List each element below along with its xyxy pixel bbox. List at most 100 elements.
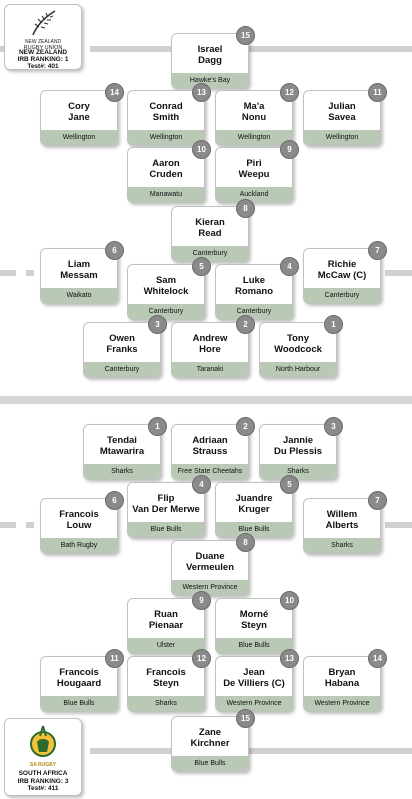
nz-team-box: NEW ZEALAND RUGBY UNION NEW ZEALAND IRB … <box>4 4 82 70</box>
jersey-number-badge: 4 <box>192 475 211 494</box>
jersey-number-badge: 14 <box>368 649 387 668</box>
player-club: Blue Bulls <box>41 696 117 711</box>
player-club: Taranaki <box>172 362 248 377</box>
player-last-name: Steyn <box>153 678 179 689</box>
player-first-name: Adriaan <box>192 435 228 446</box>
player-first-name: Flip <box>157 493 175 504</box>
player-first-name: Bryan <box>328 667 356 678</box>
player-last-name: Dagg <box>198 55 222 66</box>
player-club: Bath Rugby <box>41 538 117 553</box>
jersey-number-badge: 2 <box>236 417 255 436</box>
player-last-name: Alberts <box>325 520 359 531</box>
player-club: Blue Bulls <box>216 522 292 537</box>
player-first-name: Jannie <box>282 435 314 446</box>
player-first-name: Conrad <box>149 101 183 112</box>
nz-logo-line-1: NEW ZEALAND <box>24 39 62 45</box>
player-first-name: Liam <box>67 259 91 270</box>
player-last-name: Smith <box>152 112 180 123</box>
jersey-number-badge: 9 <box>192 591 211 610</box>
player-club: Canterbury <box>172 246 248 261</box>
player-last-name: Strauss <box>192 446 228 457</box>
player-club: North Harbour <box>260 362 336 377</box>
jersey-number-badge: 1 <box>324 315 343 334</box>
jersey-number-badge: 8 <box>236 533 255 552</box>
player-last-name: Savea <box>328 112 356 123</box>
player-club: Sharks <box>260 464 336 479</box>
jersey-number-badge: 7 <box>368 491 387 510</box>
player-last-name: De Villiers (C) <box>223 678 285 689</box>
player-club: Auckland <box>216 187 292 202</box>
player-last-name: Cruden <box>149 169 183 180</box>
sa-team-name: SOUTH AFRICA <box>18 770 68 777</box>
jersey-number-badge: 10 <box>192 140 211 159</box>
jersey-number-badge: 9 <box>280 140 299 159</box>
player-first-name: Tendai <box>107 435 137 446</box>
player-first-name: Cory <box>68 101 90 112</box>
player-first-name: Richie <box>327 259 357 270</box>
player-last-name: Hougaard <box>56 678 102 689</box>
player-first-name: Duane <box>195 551 225 562</box>
jersey-number-badge: 12 <box>192 649 211 668</box>
player-first-name: Tony <box>287 333 309 344</box>
player-last-name: Du Plessis <box>273 446 323 457</box>
player-club: Sharks <box>84 464 160 479</box>
player-club: Canterbury <box>304 288 380 303</box>
jersey-number-badge: 5 <box>280 475 299 494</box>
player-last-name: Messam <box>60 270 98 281</box>
player-last-name: Kirchner <box>190 738 230 749</box>
player-last-name: Mtawarira <box>99 446 145 457</box>
jersey-number-badge: 6 <box>105 241 124 260</box>
player-first-name: Sam <box>155 275 177 286</box>
player-club: Canterbury <box>128 304 204 319</box>
player-last-name: Woodcock <box>274 344 322 355</box>
jersey-number-badge: 11 <box>368 83 387 102</box>
player-first-name: Francois <box>59 667 99 678</box>
jersey-number-badge: 13 <box>192 83 211 102</box>
player-last-name: Read <box>198 228 222 239</box>
jersey-number-badge: 11 <box>105 649 124 668</box>
jersey-number-badge: 3 <box>148 315 167 334</box>
player-first-name: Jean <box>243 667 265 678</box>
sa-test-number: Test#: 411 <box>27 785 59 792</box>
player-last-name: Weepu <box>238 169 270 180</box>
jersey-number-badge: 1 <box>148 417 167 436</box>
player-first-name: Israel <box>197 44 223 55</box>
jersey-number-badge: 6 <box>105 491 124 510</box>
section-divider <box>0 396 412 404</box>
player-club: Canterbury <box>84 362 160 377</box>
nz-team-name: NEW ZEALAND <box>18 49 68 56</box>
player-first-name: Ruan <box>154 609 178 620</box>
player-first-name: Morné <box>239 609 269 620</box>
player-first-name: Piri <box>246 158 262 169</box>
